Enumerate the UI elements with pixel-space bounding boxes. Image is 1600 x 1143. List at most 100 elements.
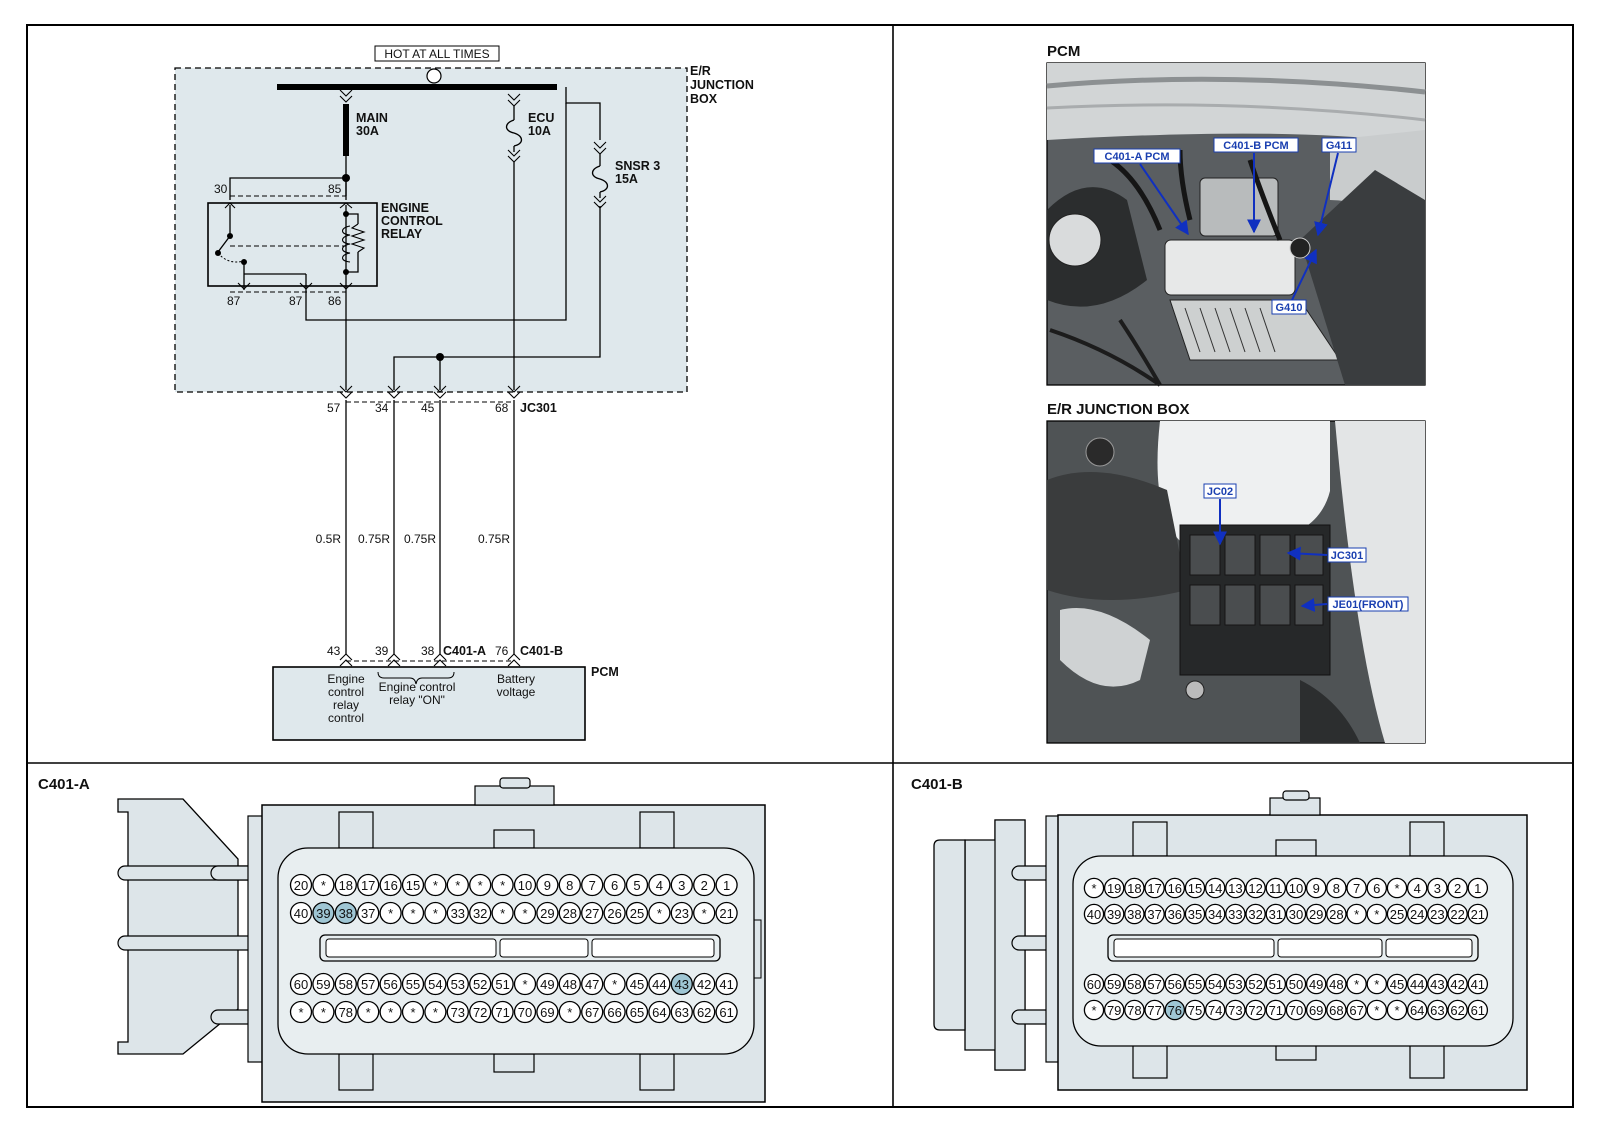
pin-cavity	[1346, 877, 1367, 899]
unused-pin-mark: *	[657, 906, 662, 921]
pin-number: 35	[1188, 907, 1202, 922]
pin-cavity	[379, 972, 402, 996]
pin-cavity	[513, 873, 537, 897]
pin-cavity	[424, 873, 447, 897]
pin-number: 3	[678, 878, 685, 893]
pin-cavity	[558, 901, 581, 925]
pin-cavity	[446, 901, 469, 925]
pin-cavity	[334, 972, 357, 996]
pin-number: 4	[1414, 881, 1421, 896]
pin-number: 8	[1333, 881, 1340, 896]
pin-cavity	[1083, 973, 1105, 995]
unused-pin-mark: *	[522, 977, 527, 992]
pin-cavity	[312, 873, 335, 897]
pin-cavity	[1406, 999, 1428, 1021]
relay-terminal-86: 86	[328, 294, 342, 308]
pin-number: 71	[495, 1005, 509, 1020]
jb-pin-45: 45	[421, 401, 435, 415]
pin-cavity	[401, 1000, 425, 1024]
pin-cavity	[1386, 973, 1408, 995]
pin-cavity	[1366, 973, 1388, 995]
pin-number: 65	[630, 1005, 644, 1020]
pcm-photo-panel: PCM C401-A PCM C401-B PCM G411 G410	[1046, 43, 1426, 387]
pin-number: 66	[607, 1005, 621, 1020]
jb-pin-34: 34	[375, 401, 389, 415]
pin-cavity	[401, 873, 425, 897]
pin-cavity	[424, 972, 447, 996]
pin-cavity	[401, 901, 425, 925]
unused-pin-mark: *	[1354, 907, 1359, 922]
pin-cavity	[625, 1000, 649, 1024]
pin-cavity	[1083, 877, 1105, 899]
pin-cavity	[1204, 903, 1226, 925]
pin-cavity	[334, 1000, 357, 1024]
pin-cavity	[1366, 999, 1388, 1021]
junction-box-label-1: E/R	[690, 64, 711, 78]
pin-cavity	[1326, 877, 1347, 899]
unused-pin-mark: *	[433, 1005, 438, 1020]
pin-number: 18	[1127, 881, 1141, 896]
pin-cavity	[1427, 999, 1448, 1021]
unused-pin-mark: *	[1394, 881, 1399, 896]
unused-pin-mark: *	[500, 906, 505, 921]
connector-c401a-title: C401-A	[38, 776, 90, 793]
pin-number: 15	[1188, 881, 1202, 896]
pin-cavity	[1245, 877, 1266, 899]
main-fuse-name: MAIN	[356, 111, 388, 125]
pin-number: 61	[719, 1005, 733, 1020]
pin-cavity	[1124, 877, 1145, 899]
pin-number: 68	[1329, 1003, 1343, 1018]
pin-cavity	[603, 1000, 626, 1024]
pin-number: 4	[656, 878, 663, 893]
unused-pin-mark: *	[388, 906, 393, 921]
pcm-function-2-line1: Engine control	[379, 680, 456, 694]
unused-pin-mark: *	[522, 906, 527, 921]
unused-pin-mark: *	[1374, 907, 1379, 922]
pin-cavity	[536, 901, 559, 925]
pin-number: 58	[339, 977, 353, 992]
unused-pin-mark: *	[1374, 977, 1379, 992]
pin-number: 34	[1208, 907, 1222, 922]
pin-number: 61	[1471, 1003, 1485, 1018]
pin-number: 21	[1471, 907, 1485, 922]
junction-box-photo-panel: E/R JUNCTION BOX JC02 JC301 JE01(FRONT)	[1046, 401, 1426, 744]
unused-pin-mark: *	[433, 878, 438, 893]
pin-number: 16	[383, 878, 397, 893]
pin-cavity	[715, 901, 738, 925]
pin-number: 11	[1269, 881, 1283, 896]
relay-name-2: CONTROL	[381, 214, 443, 228]
pin-cavity	[715, 873, 738, 897]
pin-number: 41	[1471, 977, 1485, 992]
pin-number: 41	[719, 977, 733, 992]
unused-pin-mark: *	[321, 1005, 326, 1020]
callout-jc301: JC301	[1331, 550, 1363, 562]
unused-pin-mark: *	[410, 1005, 415, 1020]
pin-cavity	[1245, 973, 1266, 995]
pcm-pin-38: 38	[421, 644, 435, 658]
pin-number: 77	[1147, 1003, 1161, 1018]
pin-cavity	[1164, 999, 1186, 1021]
pin-number: 74	[1208, 1003, 1222, 1018]
pin-number: 38	[1127, 907, 1141, 922]
snsr3-fuse-name: SNSR 3	[615, 159, 660, 173]
pin-cavity	[1366, 877, 1388, 899]
unused-pin-mark: *	[1354, 977, 1359, 992]
connector-c401b-title: C401-B	[911, 776, 963, 793]
pin-number: 6	[611, 878, 618, 893]
pin-cavity	[1406, 903, 1428, 925]
relay-terminal-87a: 87	[227, 294, 241, 308]
pin-number: 55	[1188, 977, 1202, 992]
pin-cavity	[558, 1000, 581, 1024]
pin-number: 44	[652, 977, 666, 992]
pin-cavity	[334, 901, 357, 925]
pin-number: 17	[1147, 881, 1161, 896]
pin-number: 44	[1410, 977, 1424, 992]
pin-cavity	[536, 972, 559, 996]
pin-cavity	[1184, 903, 1206, 925]
unused-pin-mark: *	[1091, 1003, 1096, 1018]
main-fuse-rating: 30A	[356, 124, 379, 138]
unused-pin-mark: *	[478, 878, 483, 893]
pin-cavity	[491, 901, 514, 925]
pin-cavity	[1083, 999, 1105, 1021]
pin-number: 36	[1168, 907, 1182, 922]
